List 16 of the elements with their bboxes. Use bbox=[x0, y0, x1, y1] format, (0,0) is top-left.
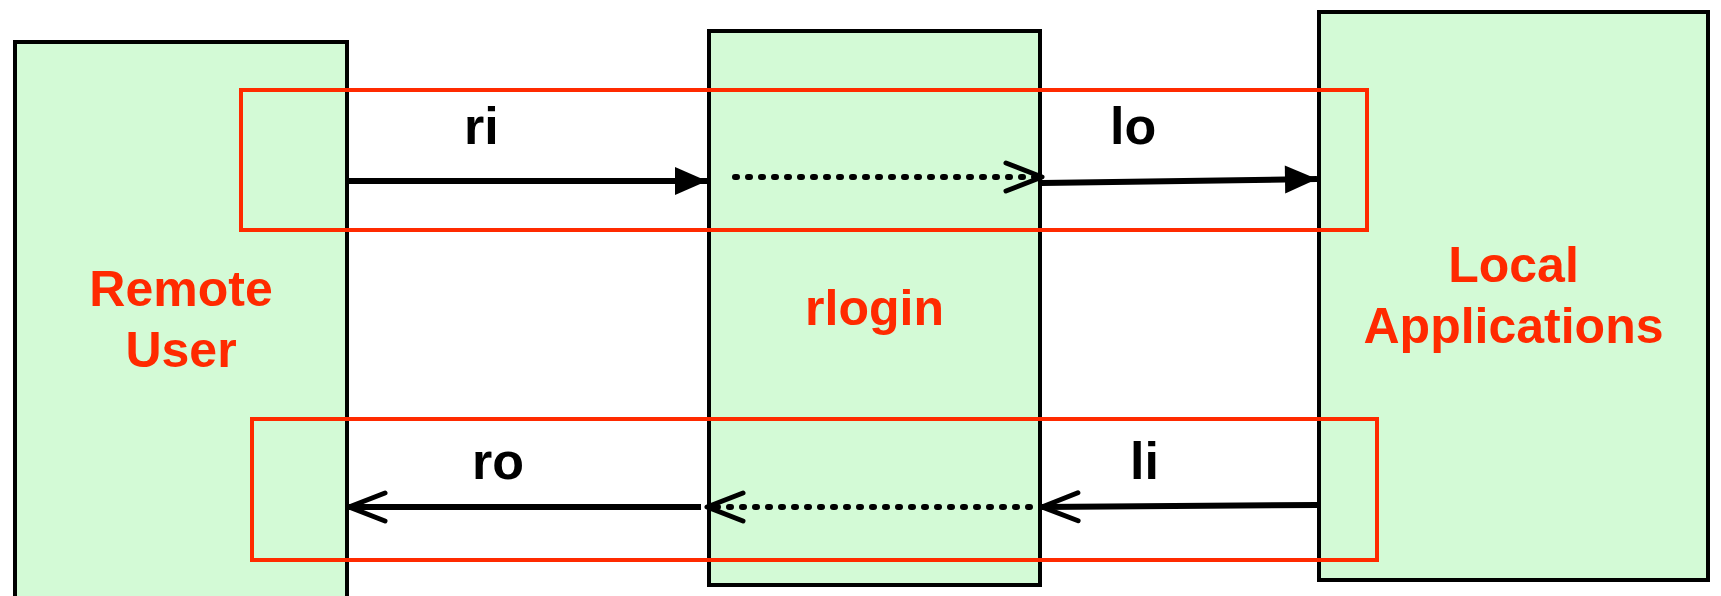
arrow bbox=[1041, 165, 1318, 194]
arrow bbox=[349, 167, 707, 195]
arrow bbox=[346, 490, 701, 524]
node-label: rlogin bbox=[804, 278, 945, 338]
arrow bbox=[732, 160, 1045, 194]
process-box bbox=[1317, 10, 1710, 582]
process-box bbox=[13, 40, 349, 596]
edge-label: lo bbox=[1110, 100, 1157, 152]
edge-label: li bbox=[1130, 435, 1159, 487]
edge-label: ro bbox=[472, 435, 524, 487]
process-box bbox=[707, 29, 1042, 587]
arrow bbox=[1039, 490, 1318, 524]
edge-label: ri bbox=[464, 100, 499, 152]
arrow bbox=[704, 490, 1033, 524]
node-label: Remote User bbox=[88, 260, 274, 380]
node-label: Local Applications bbox=[1362, 236, 1665, 356]
